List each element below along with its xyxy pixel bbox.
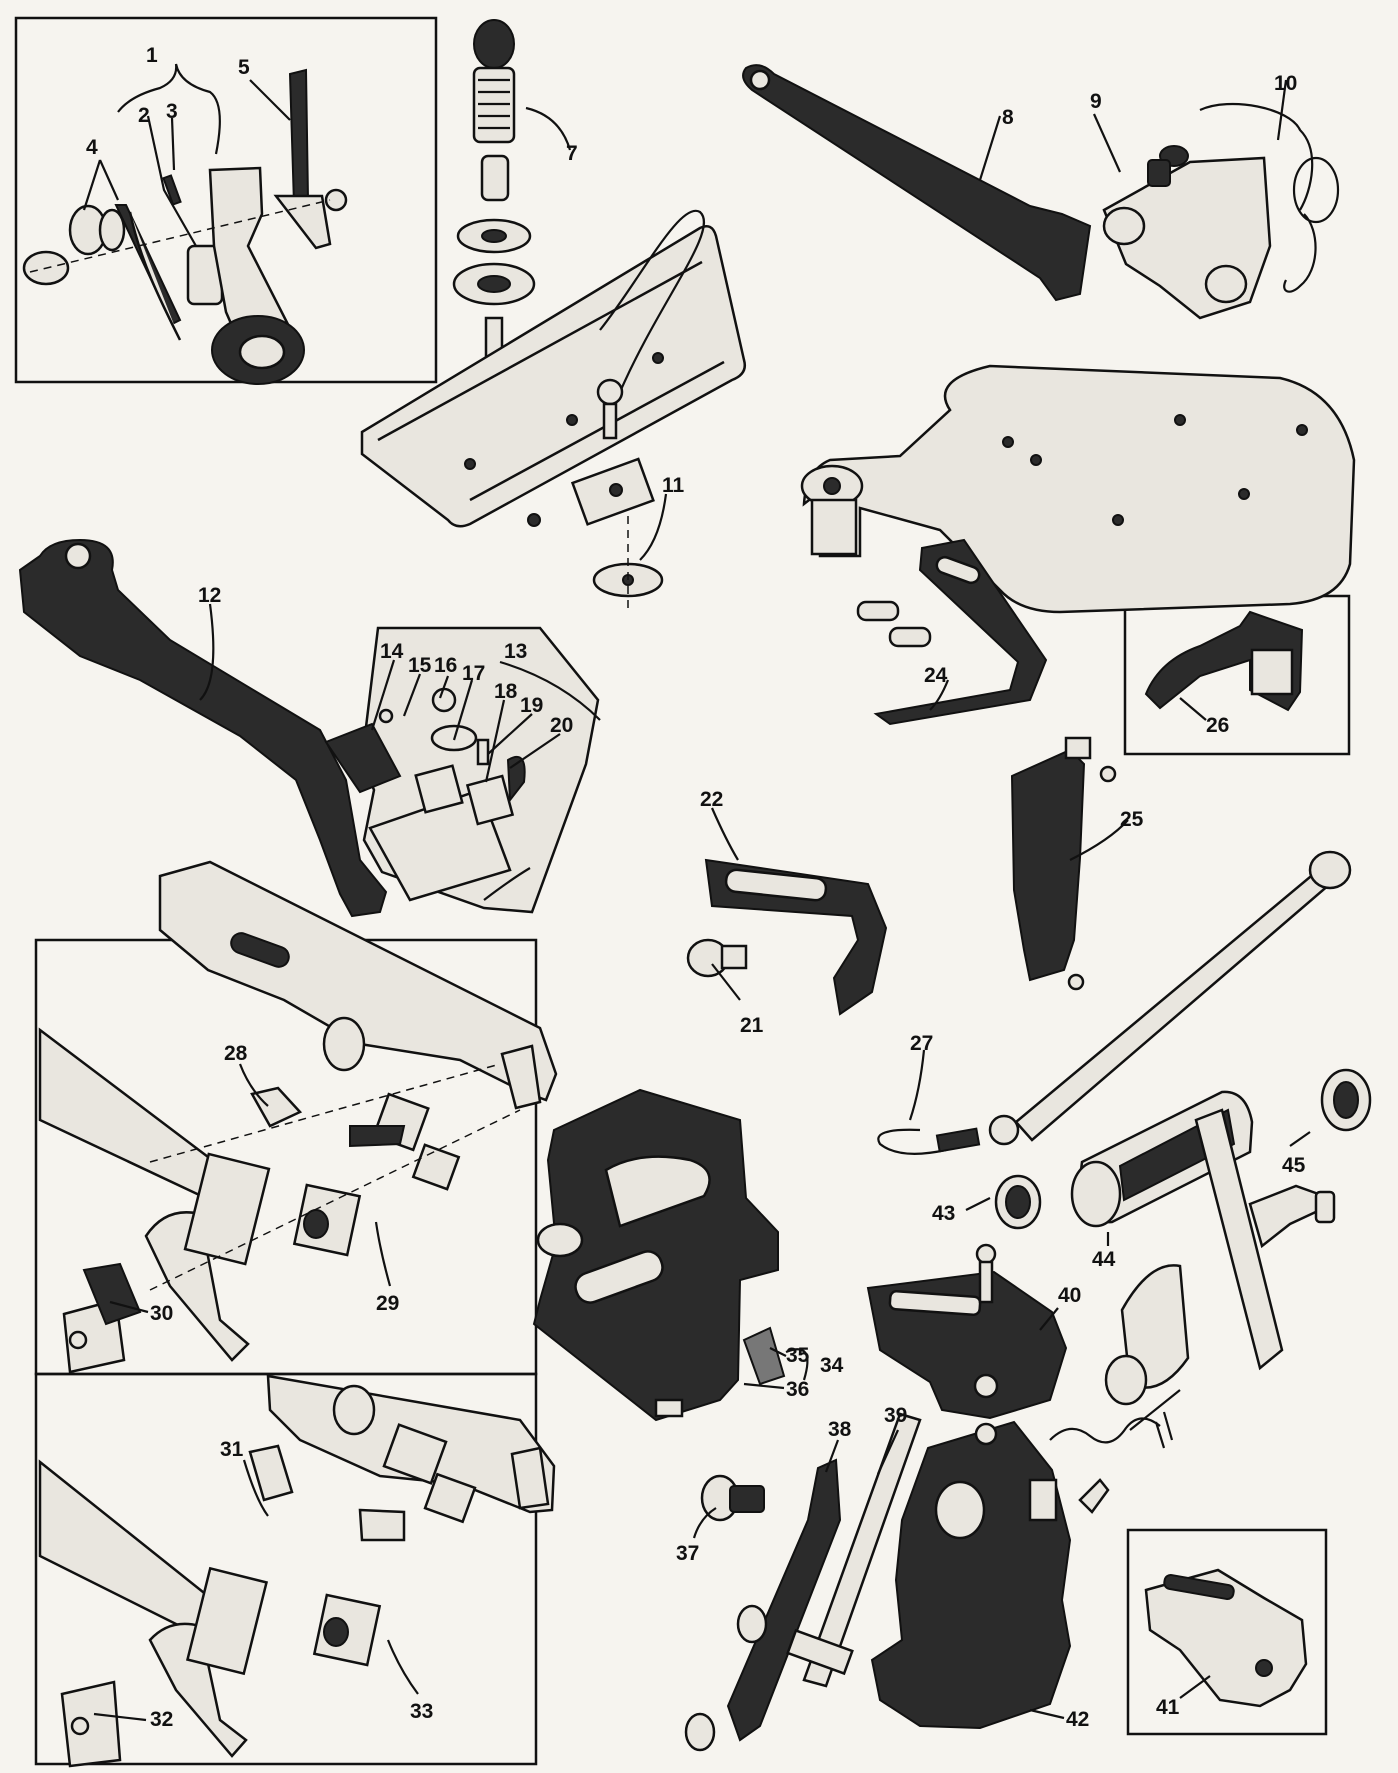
callout-7: 7 xyxy=(566,142,578,165)
callout-39: 39 xyxy=(884,1404,907,1427)
thread-guide-plate xyxy=(360,209,746,612)
inset-frame-31-33 xyxy=(34,1372,538,1766)
callout-leaders xyxy=(82,63,1311,1722)
callout-45: 45 xyxy=(1282,1154,1306,1177)
needle-clamp-assembly xyxy=(22,68,348,385)
callout-13: 13 xyxy=(504,640,527,663)
callout-30: 30 xyxy=(150,1302,173,1325)
callout-17: 17 xyxy=(462,662,485,685)
callout-20: 20 xyxy=(550,714,573,737)
callout-34: 34 xyxy=(820,1354,844,1377)
callout-19: 19 xyxy=(520,694,543,717)
inset-frame-41 xyxy=(1126,1528,1328,1736)
inset-frame-top-left xyxy=(14,16,438,384)
callout-27: 27 xyxy=(910,1032,933,1055)
callout-22: 22 xyxy=(700,788,723,811)
callout-15: 15 xyxy=(408,654,432,677)
callout-37: 37 xyxy=(676,1542,699,1565)
callout-3: 3 xyxy=(166,100,178,123)
face-cover-housing xyxy=(800,364,1356,614)
callout-25: 25 xyxy=(1120,808,1144,831)
callout-11: 11 xyxy=(662,474,685,497)
callout-31: 31 xyxy=(220,1438,244,1461)
bracket-22 xyxy=(686,858,888,1016)
callout-14: 14 xyxy=(380,640,404,663)
callout-4: 4 xyxy=(86,136,98,159)
bracket-26 xyxy=(1144,610,1304,712)
feed-plate-40 xyxy=(866,1243,1068,1420)
callout-1: 1 xyxy=(146,44,158,67)
feed-rocker-frame-upper xyxy=(38,860,558,1374)
springs-37-39 xyxy=(684,1412,922,1752)
callout-24: 24 xyxy=(924,664,948,687)
callout-16: 16 xyxy=(434,654,457,677)
callout-36: 36 xyxy=(786,1378,809,1401)
callout-35: 35 xyxy=(786,1344,810,1367)
feed-rocker-frame-lower xyxy=(38,1374,556,1768)
callout-labels: 1 2 3 4 5 7 8 9 10 11 12 13 14 15 16 17 … xyxy=(86,44,1306,1731)
lever-12 xyxy=(18,538,388,918)
lever-bar-8 xyxy=(742,64,1092,302)
callout-28: 28 xyxy=(224,1042,248,1065)
callout-10: 10 xyxy=(1274,72,1297,95)
callout-41: 41 xyxy=(1156,1696,1180,1719)
callout-42: 42 xyxy=(1066,1708,1089,1731)
callout-44: 44 xyxy=(1092,1248,1116,1271)
callout-5: 5 xyxy=(238,56,250,79)
callout-21: 21 xyxy=(740,1014,764,1037)
callout-43: 43 xyxy=(932,1202,955,1225)
callout-38: 38 xyxy=(828,1418,852,1441)
frame-block-34 xyxy=(532,1088,786,1422)
callout-33: 33 xyxy=(410,1700,433,1723)
feed-plate-41 xyxy=(1144,1568,1308,1708)
callout-40: 40 xyxy=(1058,1284,1081,1307)
bracket-24 xyxy=(856,538,1048,726)
guard-25 xyxy=(1010,736,1117,991)
callout-32: 32 xyxy=(150,1708,173,1731)
callout-2: 2 xyxy=(138,104,150,127)
callout-18: 18 xyxy=(494,680,518,703)
feed-lift-parts xyxy=(1049,1108,1336,1514)
feed-bar-42 xyxy=(870,1420,1072,1730)
presser-foot-13 xyxy=(324,626,600,914)
bracket-9-10 xyxy=(1102,102,1340,320)
callout-9: 9 xyxy=(1090,90,1102,113)
callout-29: 29 xyxy=(376,1292,399,1315)
callout-8: 8 xyxy=(1002,106,1014,129)
callout-12: 12 xyxy=(198,584,221,607)
callout-26: 26 xyxy=(1206,714,1229,737)
